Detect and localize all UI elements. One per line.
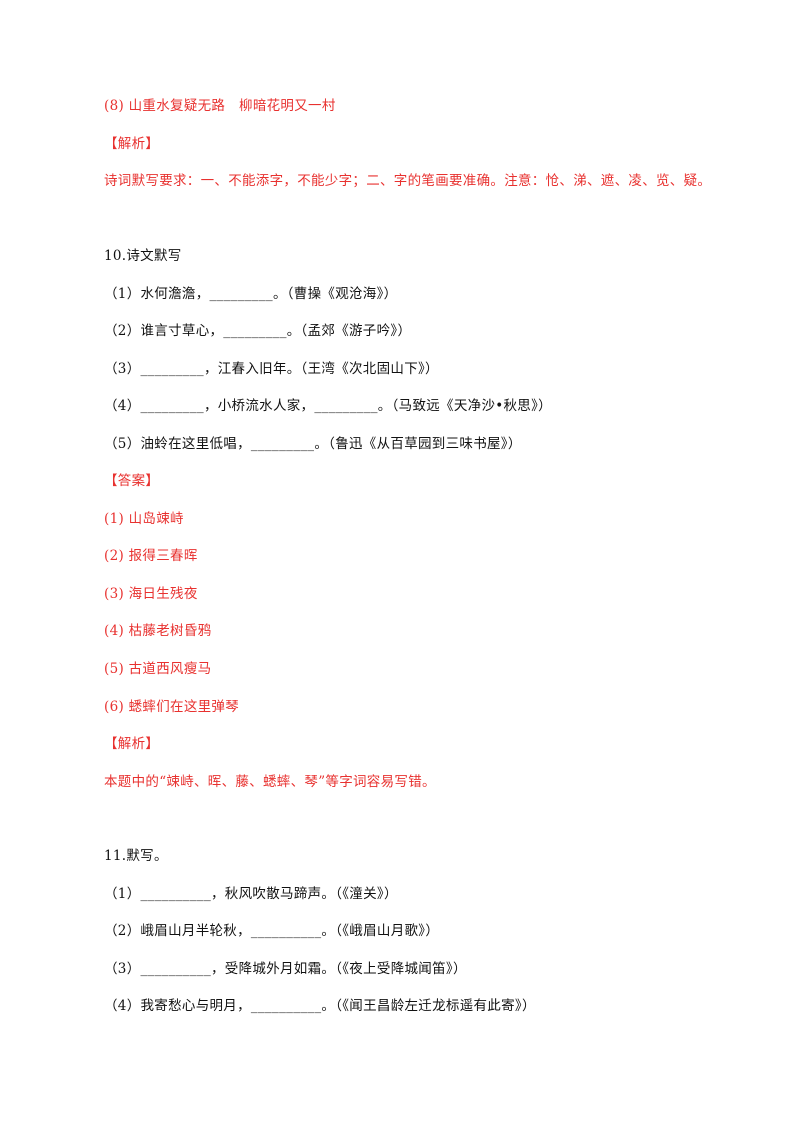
answer-8: (8) 山重水复疑无路 柳暗花明又一村 bbox=[104, 98, 336, 114]
question-11-item-4: （4）我寄愁心与明月，__________。（《闻王昌龄左迁龙标遥有此寄》） bbox=[104, 998, 536, 1014]
answer-heading: 【答案】 bbox=[104, 473, 160, 489]
question-10-item-4: （4）_________，小桥流水人家，_________。（马致远《天净沙•秋… bbox=[104, 398, 552, 414]
analysis-text-10: 本题中的“竦峙、晖、藤、蟋蟀、琴”等字词容易写错。 bbox=[104, 774, 436, 790]
answer-3: (3) 海日生残夜 bbox=[104, 586, 198, 602]
question-10-item-1: （1）水何澹澹，_________。（曹操《观沧海》） bbox=[104, 286, 398, 302]
question-10-item-3: （3）_________，江春入旧年。（王湾《次北固山下》） bbox=[104, 361, 439, 377]
analysis-heading-10: 【解析】 bbox=[104, 736, 160, 752]
answer-1: (1) 山岛竦峙 bbox=[104, 511, 184, 527]
answer-2: (2) 报得三春晖 bbox=[104, 548, 198, 564]
question-11-item-1: （1）__________，秋风吹散马蹄声。（《潼关》） bbox=[104, 886, 398, 902]
answer-6: (6) 蟋蟀们在这里弹琴 bbox=[104, 699, 240, 715]
analysis-heading: 【解析】 bbox=[104, 136, 160, 152]
question-10-item-2: （2）谁言寸草心，_________。（孟郊《游子吟》） bbox=[104, 323, 412, 339]
question-11-title: 11.默写。 bbox=[104, 848, 168, 864]
answer-4: (4) 枯藤老树昏鸦 bbox=[104, 623, 212, 639]
answer-5: (5) 古道西风瘦马 bbox=[104, 661, 212, 677]
analysis-text: 诗词默写要求：一、不能添字，不能少字；二、字的笔画要准确。注意：怆、涕、遮、凌、… bbox=[104, 173, 712, 189]
question-10-title: 10.诗文默写 bbox=[104, 248, 182, 264]
question-11-item-3: （3）__________，受降城外月如霜。（《夜上受降城闻笛》） bbox=[104, 961, 467, 977]
question-11-item-2: （2）峨眉山月半轮秋，__________。（《峨眉山月歌》） bbox=[104, 923, 440, 939]
question-10-item-5: （5）油蛉在这里低唱，_________。（鲁迅《从百草园到三味书屋》） bbox=[104, 436, 522, 452]
